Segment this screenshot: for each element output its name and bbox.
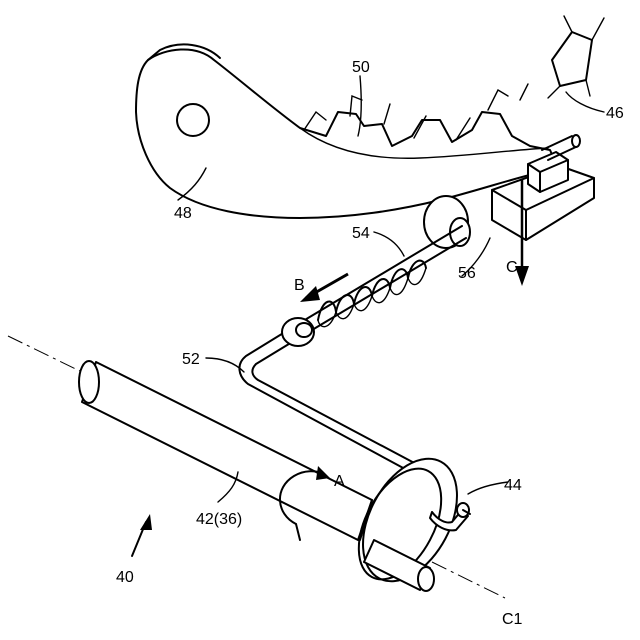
spring-54	[318, 261, 426, 327]
label-46: 46	[606, 105, 624, 122]
label-b: B	[294, 277, 305, 294]
label-42: 42(36)	[196, 511, 242, 528]
label-40: 40	[116, 569, 134, 586]
rod-52	[239, 226, 466, 476]
label-c1: C1	[502, 611, 523, 628]
arrow-40	[132, 514, 152, 556]
label-50: 50	[352, 59, 370, 76]
label-c: C	[506, 259, 518, 276]
pawl-46	[548, 16, 604, 98]
collar	[282, 318, 314, 346]
label-52: 52	[182, 351, 200, 368]
label-44: 44	[504, 477, 522, 494]
label-54: 54	[352, 225, 370, 242]
label-48: 48	[174, 205, 192, 222]
label-56: 56	[458, 265, 476, 282]
label-a: A	[334, 473, 345, 490]
